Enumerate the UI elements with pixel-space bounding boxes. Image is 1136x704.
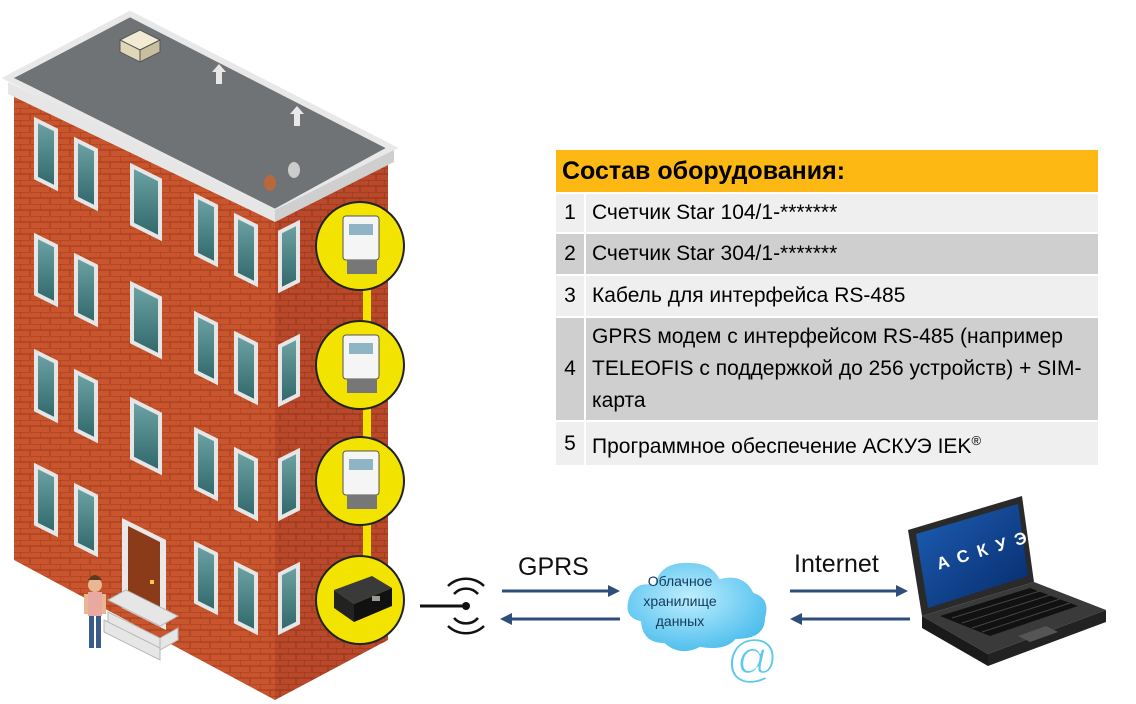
row-text: Кабель для интерфейса RS-485 xyxy=(585,274,1098,317)
gprs-label: GPRS xyxy=(518,553,589,581)
electric-meter-icon xyxy=(315,201,405,291)
electric-meter-icon xyxy=(315,320,405,410)
table-row: 5 Программное обеспечение АСКУЭ IEK® xyxy=(556,420,1098,465)
roof-ac-unit xyxy=(118,29,162,63)
svg-text:@: @ xyxy=(726,630,779,688)
internet-arrows xyxy=(790,585,910,625)
row-text: GPRS модем с интерфейсом RS-485 (наприме… xyxy=(585,316,1098,421)
person-icon xyxy=(84,575,106,648)
row-text: Счетчик Star 304/1-******* xyxy=(585,232,1098,275)
row-number: 3 xyxy=(556,274,586,317)
table-row: 2 Счетчик Star 304/1-******* xyxy=(556,232,1098,275)
row-number: 5 xyxy=(556,420,586,465)
side-windows xyxy=(278,219,300,636)
table-title: Состав оборудования: xyxy=(556,150,1098,193)
cloud-label-line2: хранилище xyxy=(643,593,717,609)
building-illustration xyxy=(1,10,405,700)
registered-mark: ® xyxy=(971,432,982,448)
gprs-arrows xyxy=(500,585,620,625)
internet-label: Internet xyxy=(794,550,879,578)
cloud-label-line3: данных xyxy=(655,613,705,629)
row-text: Программное обеспечение АСКУЭ IEK® xyxy=(585,420,1098,465)
cloud-label: Облачное хранилище данных xyxy=(632,571,728,631)
row-number: 4 xyxy=(556,316,586,421)
antenna-signal-icon xyxy=(420,577,485,635)
table-row: 3 Кабель для интерфейса RS-485 xyxy=(556,274,1098,317)
electric-meter-icon xyxy=(315,436,405,526)
front-windows xyxy=(34,116,258,636)
entrance-stairs xyxy=(103,589,180,661)
laptop-icon xyxy=(908,496,1106,666)
equipment-table: Состав оборудования: 1 Счетчик Star 104/… xyxy=(556,150,1098,465)
row-text: Счетчик Star 104/1-******* xyxy=(585,192,1098,233)
row-text-main: Программное обеспечение АСКУЭ IEK xyxy=(592,434,972,458)
cloud-icon xyxy=(625,560,769,654)
cloud-label-line1: Облачное xyxy=(647,573,713,589)
row-number: 1 xyxy=(556,192,586,233)
table-row: 4 GPRS модем с интерфейсом RS-485 (напри… xyxy=(556,316,1098,421)
gprs-modem-icon xyxy=(315,555,405,645)
table-row: 1 Счетчик Star 104/1-******* xyxy=(556,192,1098,233)
at-sign-icon: @ xyxy=(725,629,779,689)
connection-diagram: @ xyxy=(420,560,910,689)
row-number: 2 xyxy=(556,232,586,275)
